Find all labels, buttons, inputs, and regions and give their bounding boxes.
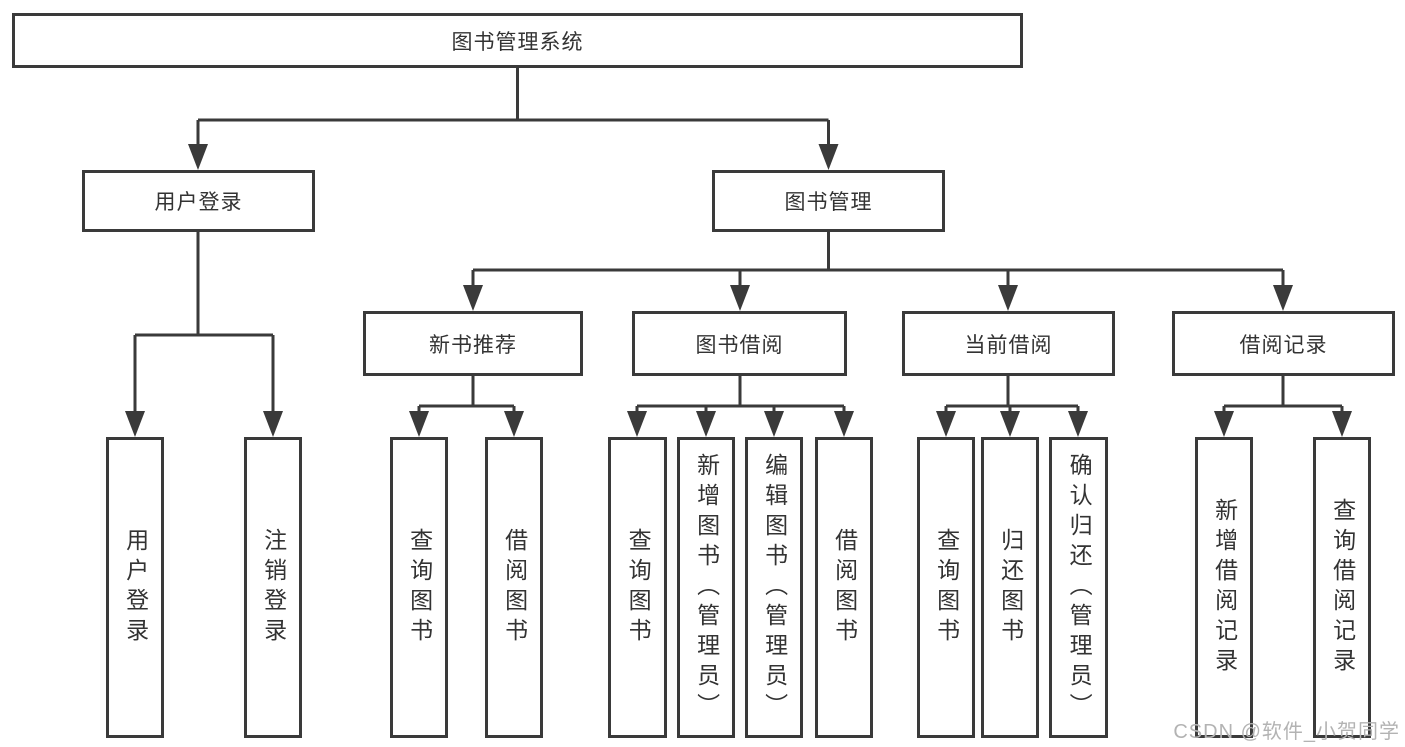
- node-borrow-records: 借阅记录: [1172, 311, 1395, 376]
- connector-records-to-leaves: [1214, 376, 1352, 437]
- leaf-current-confirm-admin: 确认归还（管理员）: [1049, 437, 1108, 738]
- node-borrow-records-label: 借阅记录: [1239, 333, 1328, 357]
- leaf-newbook-query: 查询图书: [390, 437, 448, 738]
- node-new-book-recommend-label: 新书推荐: [429, 333, 517, 357]
- leaf-borrow-add-admin-label: 新增图书（管理员）: [693, 452, 720, 723]
- leaf-user-login: 用户登录: [106, 437, 164, 738]
- connector-newbook-to-leaves: [409, 376, 524, 437]
- connector-root-to-level2: [188, 68, 839, 170]
- leaf-newbook-borrow: 借阅图书: [485, 437, 543, 738]
- connector-bookmgmt-to-level3: [463, 232, 1293, 311]
- csdn-watermark: CSDN @软件_小贺同学: [1173, 721, 1400, 743]
- leaf-records-add: 新增借阅记录: [1195, 437, 1253, 738]
- leaf-current-return: 归还图书: [981, 437, 1039, 738]
- leaf-current-confirm-admin-label: 确认归还（管理员）: [1066, 452, 1093, 723]
- leaf-logout: 注销登录: [244, 437, 302, 738]
- node-book-management-label: 图书管理: [784, 191, 873, 214]
- leaf-current-query-label: 查询图书: [933, 527, 960, 648]
- connector-current-to-leaves: [936, 376, 1088, 437]
- node-root-label: 图书管理系统: [451, 30, 584, 54]
- node-current-borrow: 当前借阅: [902, 311, 1115, 376]
- leaf-borrow-add-admin: 新增图书（管理员）: [677, 437, 735, 738]
- node-user-login: 用户登录: [82, 170, 315, 232]
- leaf-logout-label: 注销登录: [260, 527, 287, 648]
- leaf-borrow-edit-admin-label: 编辑图书（管理员）: [761, 452, 788, 723]
- leaf-user-login-label: 用户登录: [122, 527, 149, 648]
- leaf-records-add-label: 新增借阅记录: [1211, 497, 1238, 678]
- leaf-newbook-query-label: 查询图书: [406, 527, 433, 648]
- leaf-borrow-book: 借阅图书: [815, 437, 873, 738]
- connector-borrow-to-leaves: [627, 376, 854, 437]
- leaf-current-query: 查询图书: [917, 437, 975, 738]
- node-book-borrow-label: 图书借阅: [695, 333, 784, 357]
- node-new-book-recommend: 新书推荐: [363, 311, 583, 376]
- leaf-newbook-borrow-label: 借阅图书: [501, 527, 528, 648]
- leaf-borrow-query: 查询图书: [608, 437, 667, 738]
- leaf-borrow-book-label: 借阅图书: [831, 527, 858, 648]
- leaf-records-query: 查询借阅记录: [1313, 437, 1371, 738]
- node-user-login-label: 用户登录: [154, 191, 243, 214]
- node-root-system: 图书管理系统: [12, 13, 1023, 68]
- node-book-borrow: 图书借阅: [632, 311, 847, 376]
- leaf-current-return-label: 归还图书: [997, 527, 1024, 648]
- leaf-borrow-edit-admin: 编辑图书（管理员）: [745, 437, 803, 738]
- node-book-management: 图书管理: [712, 170, 945, 232]
- leaf-borrow-query-label: 查询图书: [625, 527, 652, 648]
- leaf-records-query-label: 查询借阅记录: [1329, 497, 1356, 678]
- node-current-borrow-label: 当前借阅: [964, 333, 1053, 357]
- connector-userlogin-to-leaves: [125, 232, 283, 437]
